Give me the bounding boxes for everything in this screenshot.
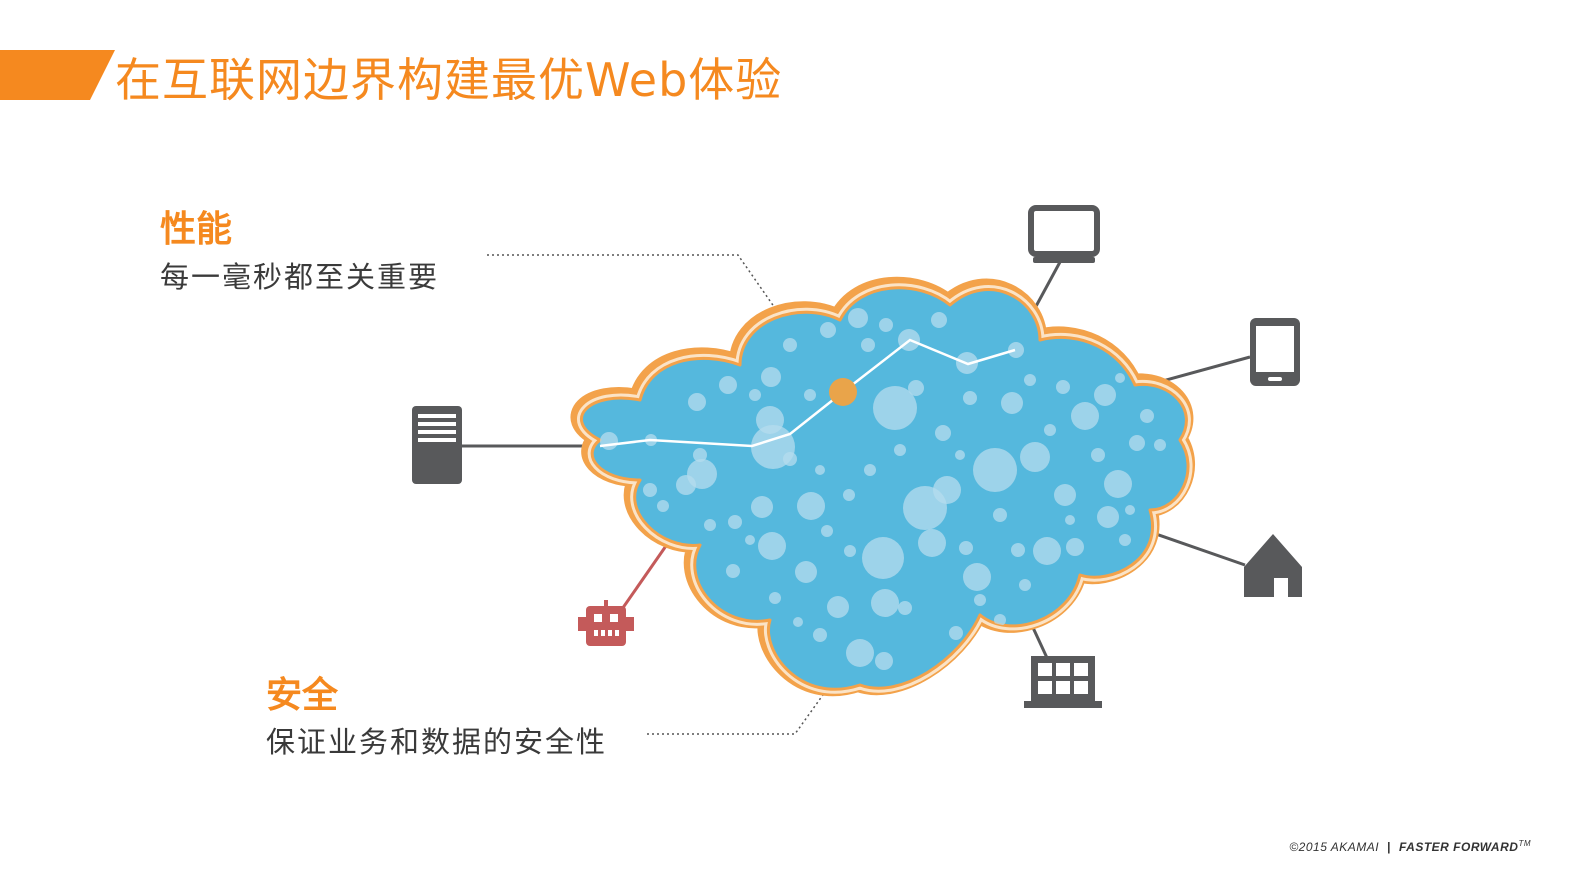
security-heading: 安全	[266, 675, 339, 716]
title-accent-bar	[0, 50, 115, 100]
copyright: ©2015 AKAMAI	[1289, 840, 1380, 854]
performance-description: 每一毫秒都至关重要	[160, 260, 440, 294]
footer-separator: |	[1387, 840, 1391, 854]
footer: ©2015 AKAMAI | FASTER FORWARDTM	[1289, 839, 1531, 854]
robot-connector	[618, 542, 670, 613]
performance-heading: 性能	[160, 209, 233, 250]
robot-icon	[578, 600, 634, 646]
edge-node	[829, 378, 857, 406]
slide-title: 在互联网边界构建最优Web体验	[115, 53, 783, 107]
network-path	[599, 338, 1016, 448]
cloud	[570, 276, 1196, 697]
security-leader	[647, 684, 831, 735]
monitor-icon	[1028, 205, 1100, 263]
tablet-icon	[1250, 318, 1300, 386]
building-icon	[1024, 656, 1102, 708]
server-icon	[412, 406, 462, 484]
tagline: FASTER FORWARD	[1398, 840, 1519, 854]
home-icon	[1244, 534, 1302, 597]
trademark: TM	[1518, 839, 1531, 848]
security-description: 保证业务和数据的安全性	[266, 725, 608, 759]
